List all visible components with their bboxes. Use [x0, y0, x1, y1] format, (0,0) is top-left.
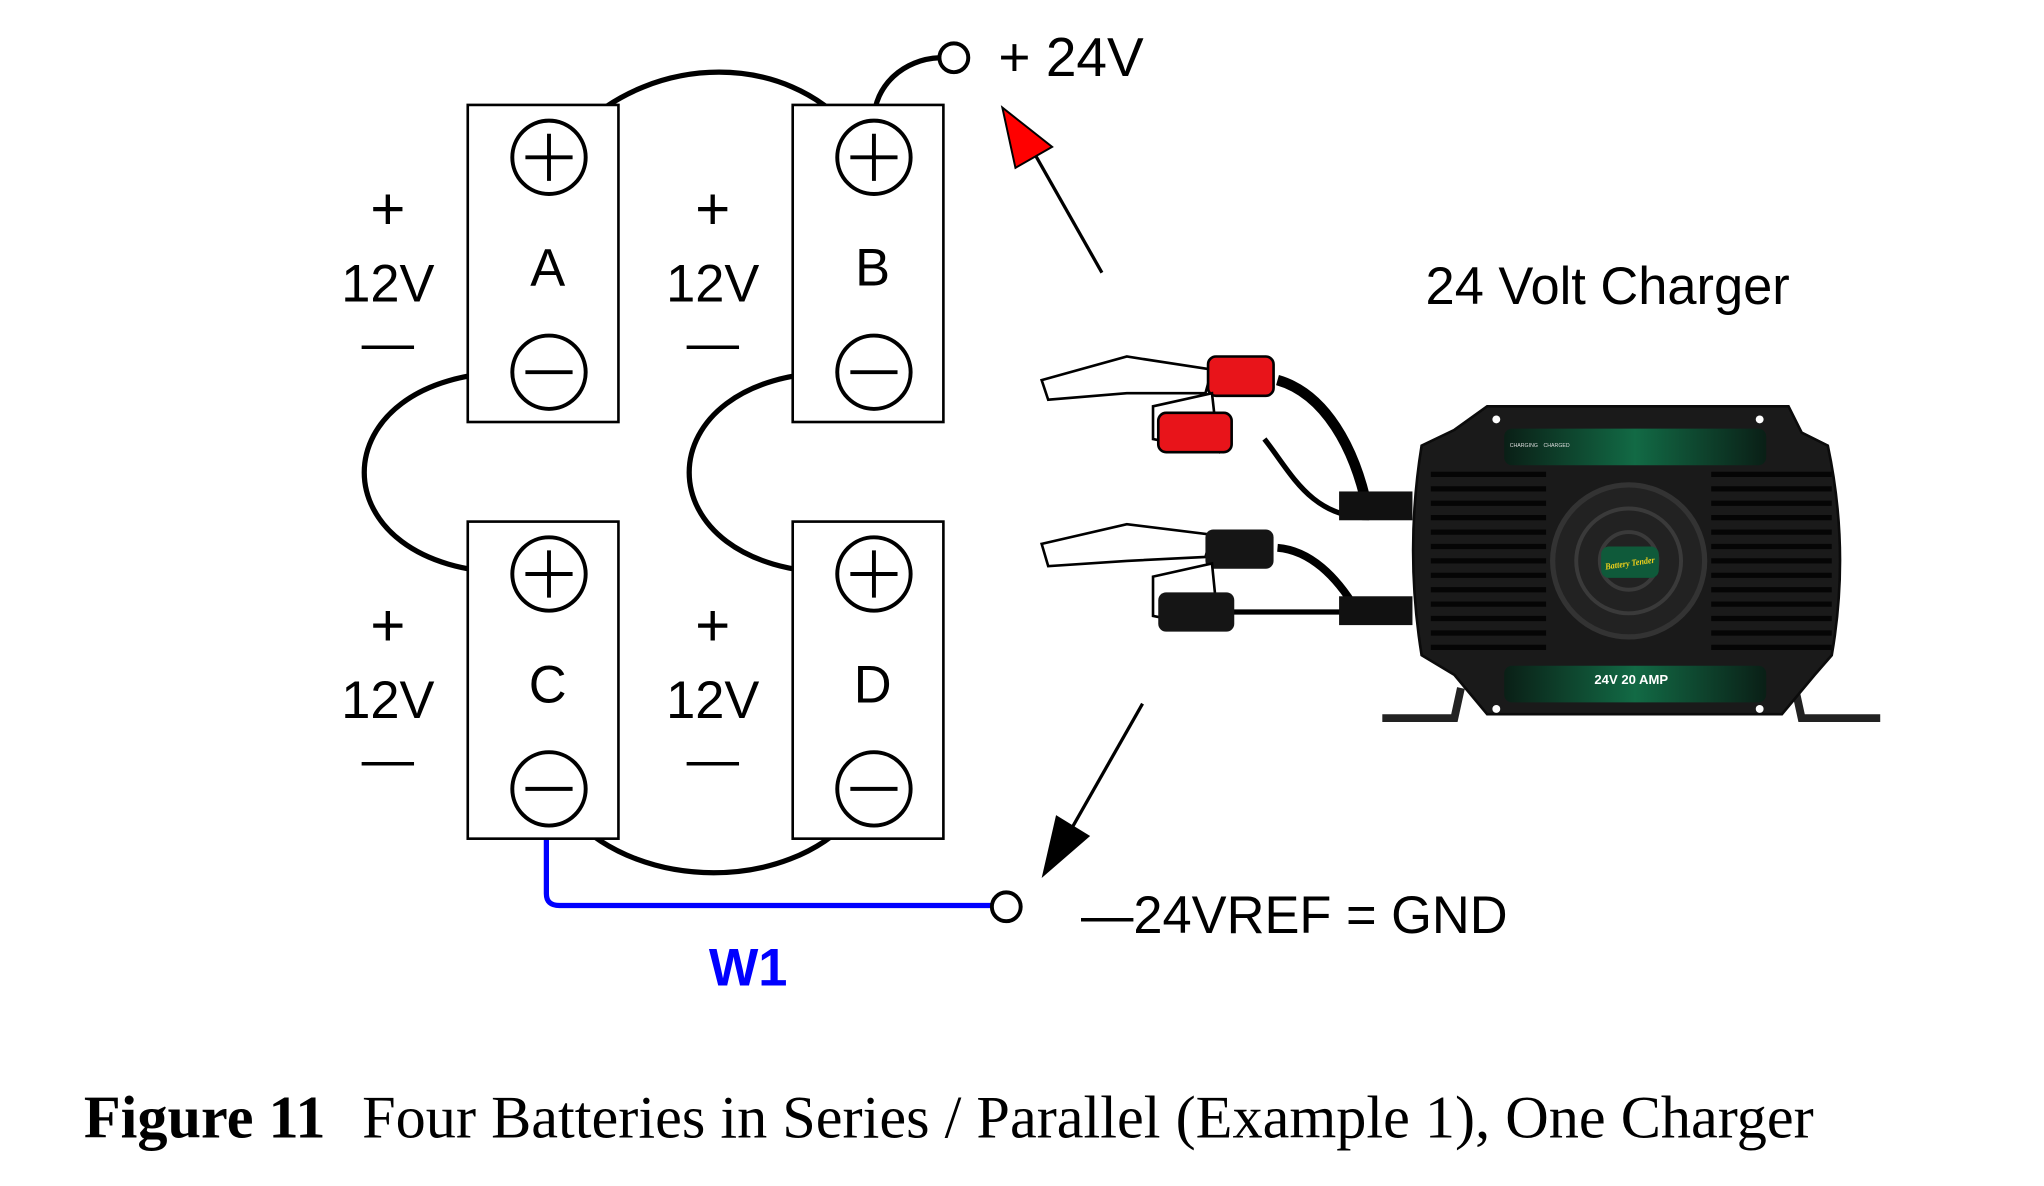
battery-voltage-label: 12V: [666, 672, 759, 730]
battery-letter: D: [854, 656, 892, 714]
negative-arrow: [1041, 702, 1144, 878]
charger-rating: 24V 20 AMP: [1594, 672, 1668, 687]
battery-plus-label: +: [370, 591, 405, 659]
battery-a: A +12V—: [341, 103, 620, 424]
minus-terminal-icon: [835, 333, 913, 411]
wire-w1: [543, 822, 992, 909]
figure-caption-text: Four Batteries in Series / Parallel (Exa…: [362, 1084, 1814, 1151]
battery-minus-label: —: [362, 314, 415, 372]
charger: Battery Tender 24V 20 AMP CHARGING CHARG…: [1339, 404, 1881, 723]
battery-b: B +12V—: [666, 103, 945, 424]
charger-title: 24 Volt Charger: [1426, 258, 1790, 316]
charging-indicator: CHARGING: [1510, 443, 1538, 449]
battery-minus-label: —: [687, 731, 740, 789]
battery-voltage-label: 12V: [666, 255, 759, 313]
plus-terminal-icon: [835, 118, 913, 196]
minus-terminal-icon: [835, 750, 913, 828]
battery-plus-label: +: [370, 174, 405, 242]
figure-caption: Figure 11 Four Batteries in Series / Para…: [84, 1084, 1814, 1151]
positive-clamps: [1039, 355, 1375, 521]
battery-voltage-label: 12V: [341, 255, 434, 313]
battery-minus-label: —: [687, 314, 740, 372]
figure-number: Figure 11: [84, 1084, 326, 1151]
battery-d: D +12V—: [666, 520, 945, 840]
battery-voltage-label: 12V: [341, 672, 434, 730]
wire-c-minus-d-minus: [570, 815, 854, 876]
positive-arrow: [1000, 105, 1104, 274]
negative-gnd-terminal: [989, 890, 1023, 924]
negative-clamps: [1040, 522, 1360, 632]
minus-terminal-icon: [510, 333, 588, 411]
charged-indicator: CHARGED: [1543, 443, 1569, 449]
battery-letter: C: [529, 656, 567, 714]
wire-a-minus-c-plus: [361, 369, 514, 576]
plus-terminal-icon: [510, 118, 588, 196]
plus-terminal-icon: [835, 535, 913, 613]
battery-plus-label: +: [695, 174, 730, 242]
plus-terminal-icon: [510, 535, 588, 613]
battery-plus-label: +: [695, 591, 730, 659]
wire-b-minus-d-plus: [686, 369, 839, 576]
battery-letter: B: [855, 240, 890, 298]
negative-terminal-label: —24VREF = GND: [1081, 887, 1508, 945]
positive-terminal-label: + 24V: [998, 26, 1144, 88]
brand-logo-badge: [1601, 546, 1659, 578]
battery-c: C +12V—: [341, 520, 620, 840]
battery-letter: A: [530, 240, 565, 298]
positive-24v-terminal: [937, 41, 971, 75]
battery-minus-label: —: [362, 731, 415, 789]
minus-terminal-icon: [510, 750, 588, 828]
wire-w1-label: W1: [709, 939, 788, 997]
